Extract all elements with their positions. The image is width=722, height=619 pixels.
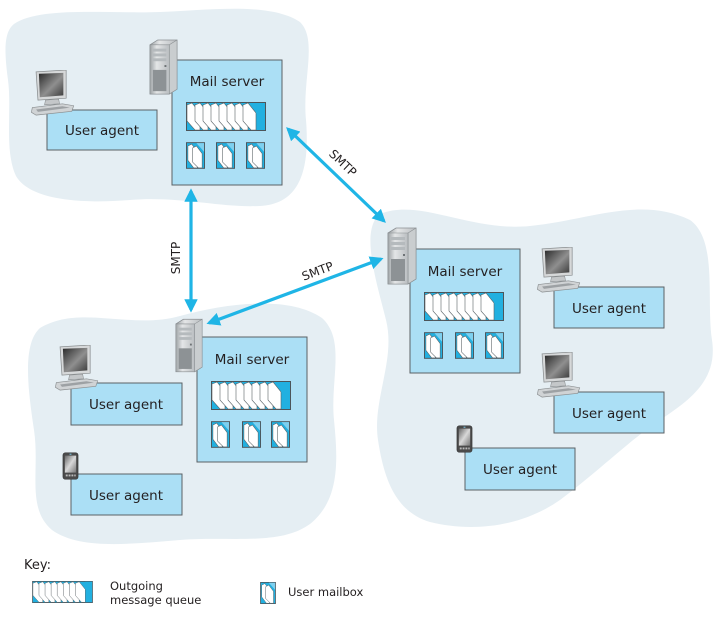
user-agent-box [70, 473, 183, 516]
user-mailbox-icon [455, 332, 474, 359]
user-agent-right-2: User agent [553, 391, 665, 434]
user-agent-label: User agent [65, 123, 139, 139]
smtp-label-vertical: SMTP [169, 242, 183, 275]
server-tower-icon [175, 318, 203, 373]
legend: Key: Outgoing message queue User mailbox [24, 558, 363, 607]
mail-server-label: Mail server [428, 264, 503, 280]
user-agent-right-1: User agent [553, 286, 665, 329]
legend-mailbox-label: User mailbox [288, 585, 363, 599]
outgoing-queue-icon [32, 581, 93, 603]
smtp-link-bottom-right [206, 256, 384, 326]
legend-queue-label-line2: message queue [110, 593, 201, 607]
user-agent-label: User agent [483, 462, 557, 478]
user-mailbox-icon [242, 421, 261, 448]
user-mailbox-icon [260, 582, 276, 604]
user-agent-bottom-left-1: User agent [70, 382, 183, 426]
user-mailbox-icon [485, 332, 504, 359]
user-mailbox-icon [246, 142, 265, 169]
user-agent-label: User agent [572, 301, 646, 317]
mail-server-label: Mail server [190, 74, 265, 90]
mail-server-right: Mail server [409, 248, 521, 374]
smartphone-icon [456, 425, 473, 453]
smartphone-icon [62, 452, 79, 480]
user-agent-bottom-left-2: User agent [70, 473, 183, 516]
user-agent-top-left: User agent [46, 109, 158, 151]
user-mailbox-icon [424, 332, 443, 359]
outgoing-queue-icon [211, 381, 291, 410]
user-agent-box [70, 382, 183, 426]
user-agent-box [46, 109, 158, 151]
smtp-link-top-right [286, 127, 386, 223]
server-tower-icon [149, 39, 178, 95]
user-agent-label: User agent [89, 397, 163, 413]
outgoing-queue-icon [186, 102, 266, 131]
user-agent-box [553, 286, 665, 329]
legend-title: Key: [24, 558, 51, 573]
user-agent-box [553, 391, 665, 434]
user-agent-box [464, 447, 576, 491]
user-mailbox-icon [216, 142, 235, 169]
user-mailbox-icon [211, 421, 230, 448]
user-agent-right-3: User agent [464, 447, 576, 491]
user-mailbox-icon [271, 421, 290, 448]
user-agent-label: User agent [572, 406, 646, 422]
smtp-label-bottom-right: SMTP [300, 259, 335, 284]
legend-queue-label-line1: Outgoing [110, 579, 163, 593]
mail-server-bottom-left: Mail server [196, 336, 308, 463]
smtp-label-top-right: SMTP [326, 147, 359, 180]
server-tower-icon [387, 227, 417, 285]
outgoing-queue-icon [424, 292, 504, 321]
mail-server-label: Mail server [215, 352, 290, 368]
mail-server-top-left: Mail server [171, 59, 283, 186]
user-agent-label: User agent [89, 488, 163, 504]
user-mailbox-icon [186, 142, 205, 169]
